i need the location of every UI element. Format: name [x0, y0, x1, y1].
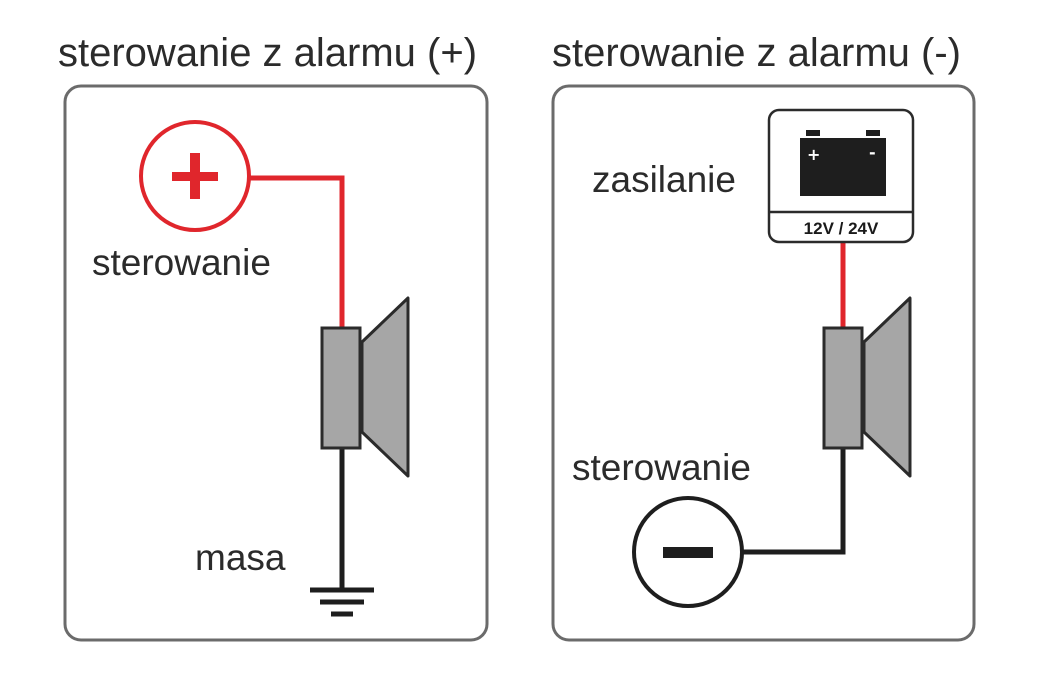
right-panel: sterowanie z alarmu (-) zasilanie + - 12… — [551, 31, 976, 642]
left-panel-title: sterowanie z alarmu (+) — [58, 31, 477, 75]
battery-voltage-text: 12V / 24V — [804, 219, 879, 238]
right-panel-title: sterowanie z alarmu (-) — [552, 31, 961, 75]
battery-plus-text: + — [807, 145, 820, 164]
left-speaker-icon — [320, 296, 410, 478]
right-control-wire — [742, 448, 846, 555]
left-control-label: sterowanie — [92, 242, 271, 283]
ground-label: masa — [195, 537, 286, 578]
battery-icon: + - 12V / 24V — [767, 108, 915, 244]
right-speaker-icon — [822, 296, 912, 478]
left-panel: sterowanie z alarmu (+) sterowanie masa — [58, 31, 489, 642]
plus-control-icon — [139, 120, 251, 232]
left-positive-wire — [248, 175, 345, 328]
supply-label: zasilanie — [592, 159, 736, 200]
ground-icon — [310, 587, 374, 617]
right-control-label: sterowanie — [572, 447, 751, 488]
minus-control-icon — [632, 496, 744, 608]
battery-minus-text: - — [869, 143, 876, 162]
